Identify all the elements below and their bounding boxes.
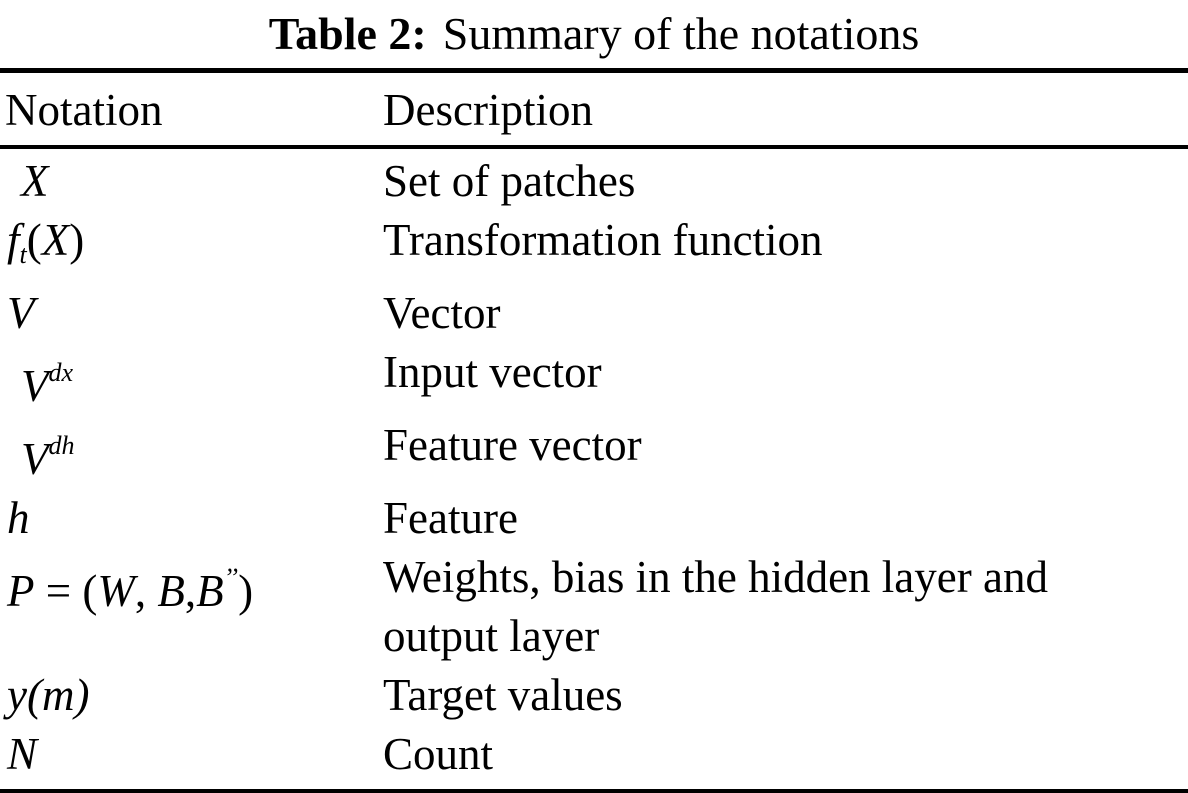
header-rule: [0, 145, 1188, 149]
notation-part: B: [157, 566, 185, 616]
description-cell: Feature: [383, 489, 1188, 548]
description-cell: Weights, bias in the hidden layer and out…: [383, 548, 1188, 666]
column-header-notation: Notation: [5, 85, 163, 135]
bottom-rule: [0, 789, 1188, 793]
description-cell: Transformation function: [383, 211, 1188, 284]
notation-cell: Vdh: [0, 416, 383, 489]
notation-part: dh: [48, 431, 75, 460]
notation-part: V: [7, 288, 35, 338]
notation-part: f: [7, 215, 20, 265]
notation-part: V: [21, 361, 49, 411]
description-cell: Set of patches: [383, 152, 1188, 211]
description-line: Set of patches: [383, 156, 636, 206]
notation-cell: h: [0, 489, 383, 548]
notation-part: ’’: [223, 563, 239, 592]
description-line: Target values: [383, 670, 623, 720]
description-line: Count: [383, 729, 494, 779]
description-line: Weights, bias in the hidden layer and: [383, 552, 1048, 602]
notation-part: t: [19, 240, 27, 269]
notation-part: P: [7, 566, 35, 616]
notation-part: ,: [134, 566, 158, 616]
notation-part: ): [69, 215, 85, 265]
table-row: P = (W, B,B’’)Weights, bias in the hidde…: [0, 548, 1188, 666]
description-cell: Input vector: [383, 343, 1188, 416]
notation-part: y(m): [7, 670, 90, 720]
description-line: Feature: [383, 493, 518, 543]
notation-part: B: [196, 566, 224, 616]
notation-part: W: [97, 566, 135, 616]
column-header-description: Description: [383, 85, 593, 135]
table-row: h Feature: [0, 489, 1188, 548]
description-cell: Target values: [383, 666, 1188, 725]
notation-part: N: [7, 729, 38, 779]
table-caption: Table 2: Summary of the notations: [0, 0, 1188, 68]
description-cell: Vector: [383, 284, 1188, 343]
description-cell: Count: [383, 725, 1188, 784]
notation-cell: X: [0, 152, 383, 211]
description-line: Input vector: [383, 347, 602, 397]
table-row: ft(X)Transformation function: [0, 211, 1188, 284]
notation-cell: y(m): [0, 666, 383, 725]
table-caption-label: Table 2:: [268, 8, 427, 59]
notation-part: h: [7, 493, 30, 543]
table-row: V Vector: [0, 284, 1188, 343]
top-rule: [0, 68, 1188, 73]
description-line: Transformation function: [383, 215, 823, 265]
notation-part: X: [41, 215, 70, 265]
description-line: Vector: [383, 288, 501, 338]
table-caption-title: Summary of the notations: [442, 8, 920, 59]
notation-part: ): [238, 566, 254, 616]
notation-part: V: [21, 434, 49, 484]
table-row: X Set of patches: [0, 152, 1188, 211]
notation-cell: ft(X): [0, 211, 383, 284]
table-row: N Count: [0, 725, 1188, 784]
notation-part: dx: [48, 358, 74, 387]
table-row: y(m) Target values: [0, 666, 1188, 725]
notation-part: X: [21, 156, 49, 206]
table-header-row: Notation Description: [0, 73, 1188, 145]
notation-part: = (: [34, 566, 98, 616]
description-line: Feature vector: [383, 420, 642, 470]
notation-cell: P = (W, B,B’’): [0, 548, 383, 666]
notation-cell: V: [0, 284, 383, 343]
notation-part: ,: [184, 566, 197, 616]
description-cell: Feature vector: [383, 416, 1188, 489]
notation-part: (: [26, 215, 42, 265]
notation-cell: N: [0, 725, 383, 784]
notation-cell: Vdx: [0, 343, 383, 416]
description-line: output layer: [383, 611, 600, 661]
